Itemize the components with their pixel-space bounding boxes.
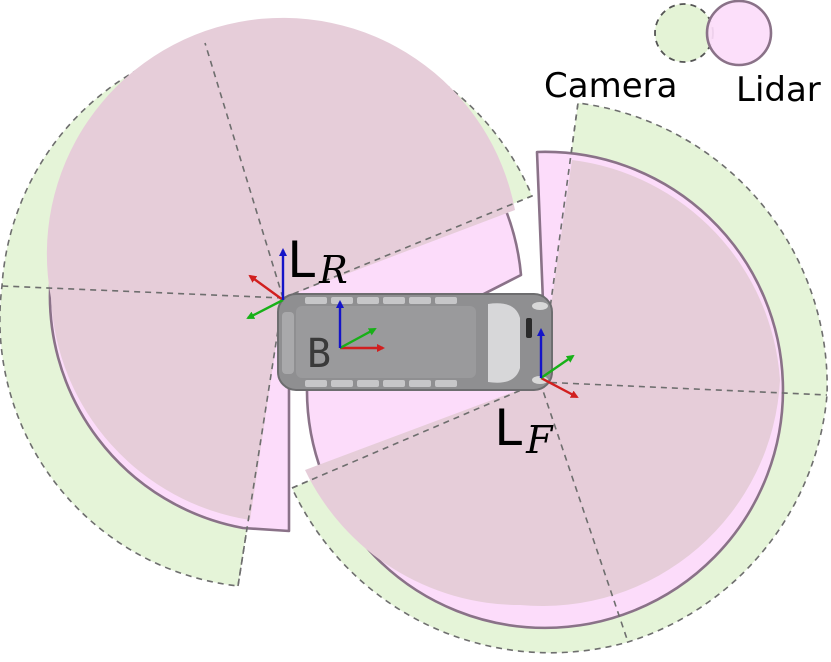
fov-boundary-lines [1, 42, 828, 643]
body-frame-axes [336, 300, 385, 352]
body-frame-label: B [307, 331, 331, 377]
front-lidar-frame-axes [537, 328, 579, 399]
legend-camera-label: Camera [544, 66, 677, 106]
rear-lidar-label: LR [287, 231, 348, 292]
legend: Camera Lidar [544, 0, 821, 110]
rear-lidar-frame-axes [246, 248, 287, 320]
windshield [488, 303, 520, 383]
legend-camera-swatch [654, 3, 714, 63]
legend-lidar-label: Lidar [736, 70, 821, 110]
legend-lidar-swatch [705, 0, 773, 67]
front-lidar-label: LF [494, 399, 554, 462]
vehicle [277, 293, 553, 391]
